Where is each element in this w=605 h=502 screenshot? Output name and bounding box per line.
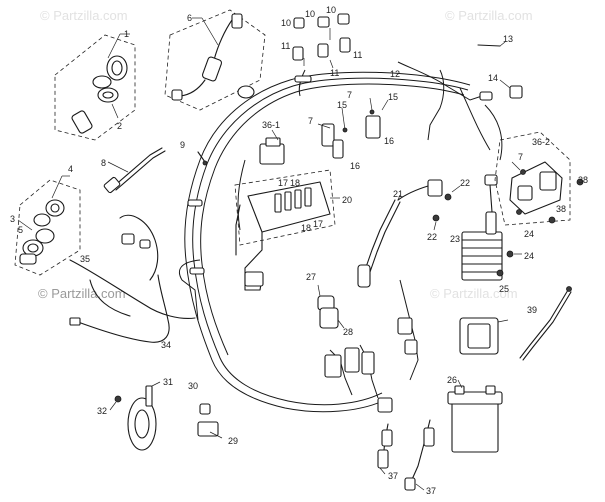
- callout-13: 13: [503, 34, 513, 44]
- callout-24a: 24: [524, 229, 534, 239]
- callout-8: 8: [101, 158, 106, 168]
- callout-labels: 1 2 3 4 5 6 7 7 7 8 9 10 10 10 11 11 11 …: [10, 5, 588, 496]
- callout-22b: 22: [427, 232, 437, 242]
- callout-22a: 22: [460, 178, 470, 188]
- callout-5: 5: [18, 225, 23, 235]
- callout-38b: 38: [556, 204, 566, 214]
- callout-37a: 37: [388, 471, 398, 481]
- callout-10b: 10: [305, 9, 315, 19]
- wire-39: [519, 286, 572, 361]
- callout-34: 34: [161, 340, 171, 350]
- wire-35: [69, 214, 196, 319]
- callout-30: 30: [188, 381, 198, 391]
- callout-25: 25: [499, 284, 509, 294]
- callout-7b: 7: [347, 90, 352, 100]
- connector-29-30: [197, 403, 223, 439]
- watermark-center-left: © Partzilla.com: [38, 286, 126, 301]
- callout-15a: 15: [337, 100, 347, 110]
- key-switch-assembly: [54, 33, 136, 141]
- callout-23: 23: [450, 234, 460, 244]
- callout-11c: 11: [353, 50, 362, 60]
- callout-35: 35: [80, 254, 90, 264]
- main-wiring-harness: [178, 61, 503, 413]
- callout-2: 2: [117, 121, 122, 131]
- bolts-22: [432, 185, 461, 231]
- relay-bracket-36-2: [494, 131, 584, 226]
- temperature-sensor: [103, 147, 166, 194]
- callout-9: 9: [180, 140, 185, 150]
- callout-26: 26: [447, 375, 457, 385]
- callout-28: 28: [343, 327, 353, 337]
- callout-10a: 10: [281, 18, 291, 28]
- callout-18b: 18: [301, 223, 311, 233]
- relay-36-1: [259, 129, 285, 165]
- relay-set: [292, 13, 351, 69]
- regulator-23: [461, 174, 503, 281]
- switch-assembly: [14, 175, 81, 276]
- callout-6: 6: [187, 13, 192, 23]
- callout-1: 1: [124, 29, 129, 39]
- callout-17a: 17: [278, 178, 288, 188]
- bolt-9: [197, 151, 208, 166]
- relay-sockets: [317, 97, 389, 159]
- wire-13: [477, 41, 506, 47]
- watermark-top-right: © Partzilla.com: [445, 8, 533, 23]
- callout-36-2: 36-2: [532, 137, 550, 147]
- callout-36-1: 36-1: [262, 120, 280, 130]
- fuse-box: [234, 169, 340, 291]
- horn-31: [109, 381, 161, 451]
- battery-26: [447, 379, 503, 453]
- callout-39: 39: [527, 305, 537, 315]
- callout-7c: 7: [518, 152, 523, 162]
- callout-38a: 38: [578, 175, 588, 185]
- callout-16a: 16: [350, 161, 360, 171]
- callout-18a: 18: [290, 178, 300, 188]
- callout-3: 3: [10, 214, 15, 224]
- callout-27: 27: [306, 272, 316, 282]
- watermark-top-left: © Partzilla.com: [40, 8, 128, 23]
- callout-15b: 15: [388, 92, 398, 102]
- callout-17b: 17: [313, 219, 323, 229]
- bolts-24: [496, 250, 522, 277]
- callout-11b: 11: [330, 68, 339, 78]
- callout-37b: 37: [426, 486, 436, 496]
- callout-11a: 11: [281, 41, 290, 51]
- sensor-14: [499, 79, 523, 99]
- callout-31: 31: [163, 377, 173, 387]
- wire-34: [69, 274, 170, 343]
- callout-7a: 7: [308, 116, 313, 126]
- callout-4: 4: [68, 164, 73, 174]
- watermark-center-right: © Partzilla.com: [430, 286, 518, 301]
- callout-10c: 10: [326, 5, 336, 15]
- callout-21: 21: [393, 189, 403, 199]
- connector-27-28: [317, 284, 345, 329]
- callout-32: 32: [97, 406, 107, 416]
- callout-14: 14: [488, 73, 498, 83]
- callout-29: 29: [228, 436, 238, 446]
- callout-12: 12: [390, 69, 400, 79]
- callout-20: 20: [342, 195, 352, 205]
- plug-caps-37: [377, 419, 435, 491]
- callout-16b: 16: [384, 136, 394, 146]
- callout-24b: 24: [524, 251, 534, 261]
- cdi-unit-25: [459, 317, 509, 355]
- sensor-assembly: [164, 9, 266, 111]
- ignition-coil-21: [357, 179, 443, 288]
